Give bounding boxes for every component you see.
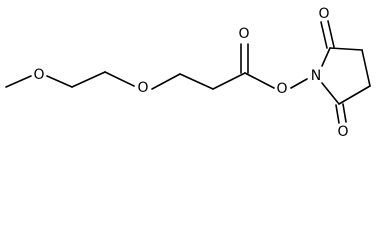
- bond-carbonyl-o-ester: [244, 72, 275, 89]
- atom-o-carbonyl-ester: O: [238, 26, 249, 42]
- bond-ch2-c-bottom: [338, 85, 371, 105]
- atom-o-carbonyl-top: O: [318, 6, 329, 22]
- bond-o-ch2: [46, 75, 73, 88]
- bond-bottom-co-double-a: [335, 104, 340, 124]
- bond-ch2-ch2: [71, 71, 106, 88]
- atom-n-imide: N: [311, 68, 321, 84]
- bond-top-co-double-b: [327, 20, 335, 48]
- atom-o-carbonyl-bottom: O: [337, 124, 348, 140]
- bond-ch2-carbonyl: [212, 72, 246, 90]
- bond-top-co-double-a: [320, 21, 328, 49]
- atom-labels: O O O O N O O: [33, 6, 348, 140]
- bond-o-ch2-b: [151, 73, 181, 90]
- bond-c-top-ch2: [329, 47, 363, 51]
- bond-n-c-top: [321, 47, 331, 67]
- bond-o-n: [290, 78, 308, 89]
- bond-lines: [5, 20, 371, 124]
- atom-o-methoxy: O: [33, 67, 44, 83]
- bond-methyl-o: [5, 75, 32, 88]
- chemical-structure: O O O O N O O: [5, 6, 371, 140]
- atom-o-ether: O: [137, 80, 148, 96]
- bond-ch2-o-ether: [104, 71, 135, 87]
- bond-bottom-co-double-b: [342, 103, 347, 123]
- bond-ch2-ch2-b: [179, 73, 214, 90]
- bond-c-bottom-n: [321, 82, 340, 105]
- atom-o-ester: O: [276, 81, 287, 97]
- bond-ch2-ch2-ring: [361, 49, 371, 87]
